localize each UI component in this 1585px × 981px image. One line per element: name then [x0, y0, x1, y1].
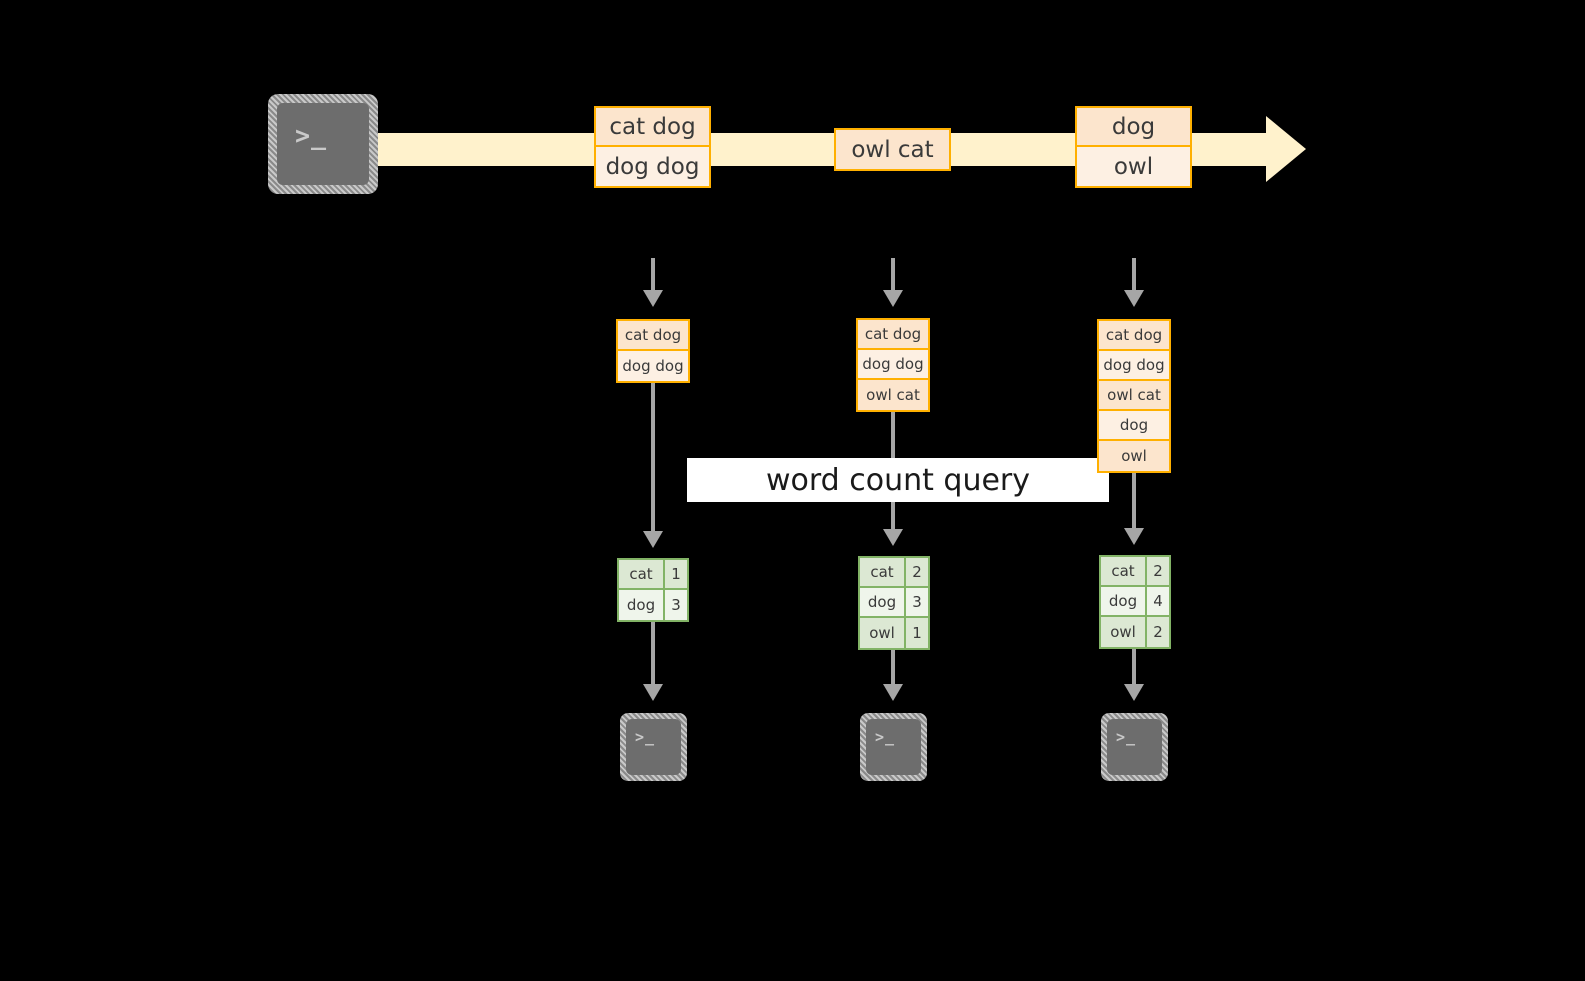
column-1-dashed-arrowhead	[643, 290, 663, 307]
column-2-sink-connector	[891, 650, 895, 684]
column-3-input-line: owl cat	[1099, 381, 1169, 411]
column-3-input-box: cat dog dog dog owl cat dog owl	[1097, 319, 1171, 473]
column-2-input-line: dog dog	[858, 350, 928, 380]
stream-batch-3: dog owl	[1075, 106, 1192, 188]
column-2-query-arrowhead	[883, 529, 903, 546]
table-row: cat 2	[860, 558, 928, 588]
column-2-dashed-arrowhead	[883, 290, 903, 307]
column-3-sink-arrowhead	[1124, 684, 1144, 701]
column-2-sink-terminal-prompt: >_	[875, 728, 896, 746]
query-label: word count query	[687, 458, 1109, 502]
result-word: owl	[1101, 617, 1147, 647]
column-2-dashed-connector	[891, 258, 895, 290]
column-3-query-connector	[1132, 473, 1136, 528]
column-3-sink-connector	[1132, 649, 1136, 684]
column-1-input-line: dog dog	[618, 351, 688, 381]
source-terminal-body: >_	[277, 103, 369, 185]
stream-batch-2-line: owl cat	[836, 130, 949, 169]
result-word: cat	[619, 560, 665, 588]
result-count: 4	[1147, 587, 1169, 615]
column-3-dashed-connector	[1132, 258, 1136, 290]
column-1-sink-arrowhead	[643, 684, 663, 701]
result-word: cat	[860, 558, 906, 586]
table-row: dog 4	[1101, 587, 1169, 617]
column-3-input-line: owl	[1099, 441, 1169, 471]
result-word: dog	[860, 588, 906, 616]
column-3-sink-terminal-body: >_	[1107, 719, 1162, 775]
source-terminal-icon: >_	[268, 94, 378, 194]
column-1-sink-terminal-body: >_	[626, 719, 681, 775]
result-word: dog	[619, 590, 665, 620]
column-2-sink-arrowhead	[883, 684, 903, 701]
column-1-query-arrowhead	[643, 531, 663, 548]
table-row: owl 1	[860, 618, 928, 648]
column-2-sink-terminal-body: >_	[866, 719, 921, 775]
column-3-sink-terminal-icon: >_	[1101, 713, 1168, 781]
column-2-input-box: cat dog dog dog owl cat	[856, 318, 930, 412]
stream-batch-1-line: cat dog	[596, 108, 709, 147]
result-count: 1	[665, 560, 687, 588]
stream-batch-3-line: owl	[1077, 147, 1190, 186]
result-word: cat	[1101, 557, 1147, 585]
result-word: owl	[860, 618, 906, 648]
column-2-input-line: owl cat	[858, 380, 928, 410]
column-1-sink-terminal-icon: >_	[620, 713, 687, 781]
column-1-input-box: cat dog dog dog	[616, 319, 690, 383]
column-3-query-arrowhead	[1124, 528, 1144, 545]
stream-batch-1-line: dog dog	[596, 147, 709, 186]
table-row: dog 3	[860, 588, 928, 618]
column-3-input-line: dog	[1099, 411, 1169, 441]
table-row: dog 3	[619, 590, 687, 620]
column-1-dashed-connector	[651, 258, 655, 290]
column-1-sink-connector	[651, 622, 655, 684]
column-1-input-line: cat dog	[618, 321, 688, 351]
column-1-sink-terminal-prompt: >_	[635, 728, 656, 746]
stream-batch-2: owl cat	[834, 128, 951, 171]
column-3-dashed-arrowhead	[1124, 290, 1144, 307]
column-2-input-line: cat dog	[858, 320, 928, 350]
column-2-result-table: cat 2 dog 3 owl 1	[858, 556, 930, 650]
column-3-input-line: cat dog	[1099, 321, 1169, 351]
result-count: 3	[906, 588, 928, 616]
stream-batch-1: cat dog dog dog	[594, 106, 711, 188]
table-row: owl 2	[1101, 617, 1169, 647]
column-1-result-table: cat 1 dog 3	[617, 558, 689, 622]
table-row: cat 2	[1101, 557, 1169, 587]
source-terminal-prompt: >_	[295, 121, 328, 150]
column-2-sink-terminal-icon: >_	[860, 713, 927, 781]
result-word: dog	[1101, 587, 1147, 615]
result-count: 2	[1147, 617, 1169, 647]
column-1-query-connector	[651, 383, 655, 531]
result-count: 2	[1147, 557, 1169, 585]
arrow-right-icon	[1266, 116, 1306, 182]
result-count: 3	[665, 590, 687, 620]
column-3-sink-terminal-prompt: >_	[1116, 728, 1137, 746]
stream-batch-3-line: dog	[1077, 108, 1190, 147]
result-count: 1	[906, 618, 928, 648]
column-3-input-line: dog dog	[1099, 351, 1169, 381]
table-row: cat 1	[619, 560, 687, 590]
column-3-result-table: cat 2 dog 4 owl 2	[1099, 555, 1171, 649]
query-label-text: word count query	[765, 462, 1031, 498]
result-count: 2	[906, 558, 928, 586]
